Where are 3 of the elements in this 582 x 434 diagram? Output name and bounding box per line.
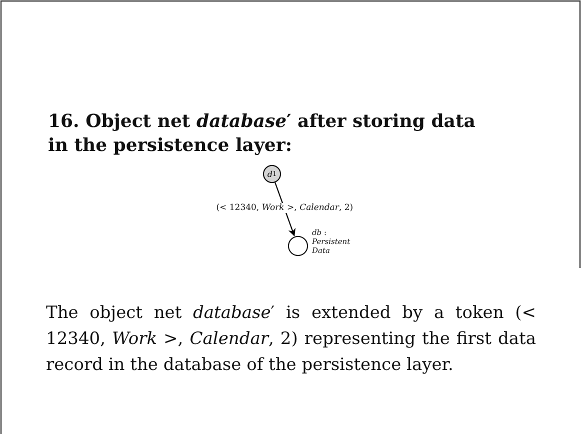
place-circle xyxy=(288,236,308,256)
caption: The object net database′ is extended by a token (< 12340, Work >, Calendar, 2) representing the first data record in the database of the persistence layer. xyxy=(46,302,536,377)
title: 16. Object net database′ after storing data in the persistence layer: xyxy=(48,110,476,158)
